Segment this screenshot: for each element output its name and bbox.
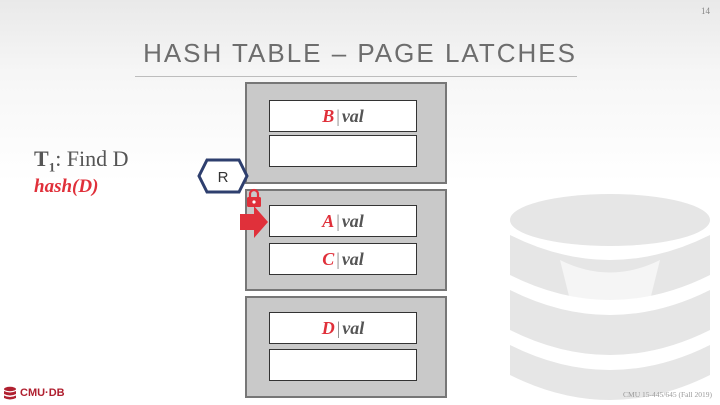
- latch-mode-label: R: [218, 169, 229, 186]
- slot-separator: |: [336, 105, 340, 126]
- read-latch-badge: R: [197, 158, 249, 194]
- slot-key: C: [322, 248, 335, 269]
- slot-value: val: [341, 210, 364, 231]
- slot-separator: |: [336, 210, 340, 231]
- hash-page-3: D|val: [245, 296, 447, 398]
- slot-separator: |: [336, 317, 341, 338]
- cmu-db-logo: CMU·DB: [3, 386, 65, 400]
- slot-key: D: [321, 317, 335, 338]
- lock-icon: [247, 188, 261, 207]
- arrow-right-icon: [240, 206, 268, 238]
- transaction-name: T: [34, 146, 49, 171]
- database-icon: [4, 386, 16, 400]
- logo-text: CMU·DB: [20, 387, 65, 399]
- page-slot: C|val: [269, 243, 417, 275]
- slot-value: val: [341, 248, 364, 269]
- slide-number: 14: [701, 6, 710, 16]
- transaction-subscript: 1: [48, 159, 56, 175]
- page-slot: D|val: [269, 312, 417, 344]
- slot-value: val: [342, 317, 365, 338]
- slot-value: val: [341, 105, 364, 126]
- slide-title: HASH TABLE – PAGE LATCHES: [143, 38, 577, 68]
- page-slot-empty: [269, 135, 417, 167]
- slot-separator: |: [336, 248, 340, 269]
- transaction-action: : Find D: [55, 146, 129, 171]
- page-slot-empty: [269, 349, 417, 381]
- transaction-label: T1: Find D: [34, 146, 129, 175]
- page-slot: B|val: [269, 100, 417, 132]
- slot-key: B: [322, 105, 335, 126]
- hash-page-1: B|val: [245, 82, 447, 184]
- hash-expression: hash(D): [34, 176, 99, 197]
- course-footer: CMU 15-445/645 (Fall 2019): [623, 390, 712, 399]
- database-watermark-icon: [510, 194, 710, 400]
- slot-key: A: [322, 210, 335, 231]
- hash-page-2: A|val C|val: [245, 189, 447, 291]
- title-divider: [135, 76, 577, 77]
- page-slot: A|val: [269, 205, 417, 237]
